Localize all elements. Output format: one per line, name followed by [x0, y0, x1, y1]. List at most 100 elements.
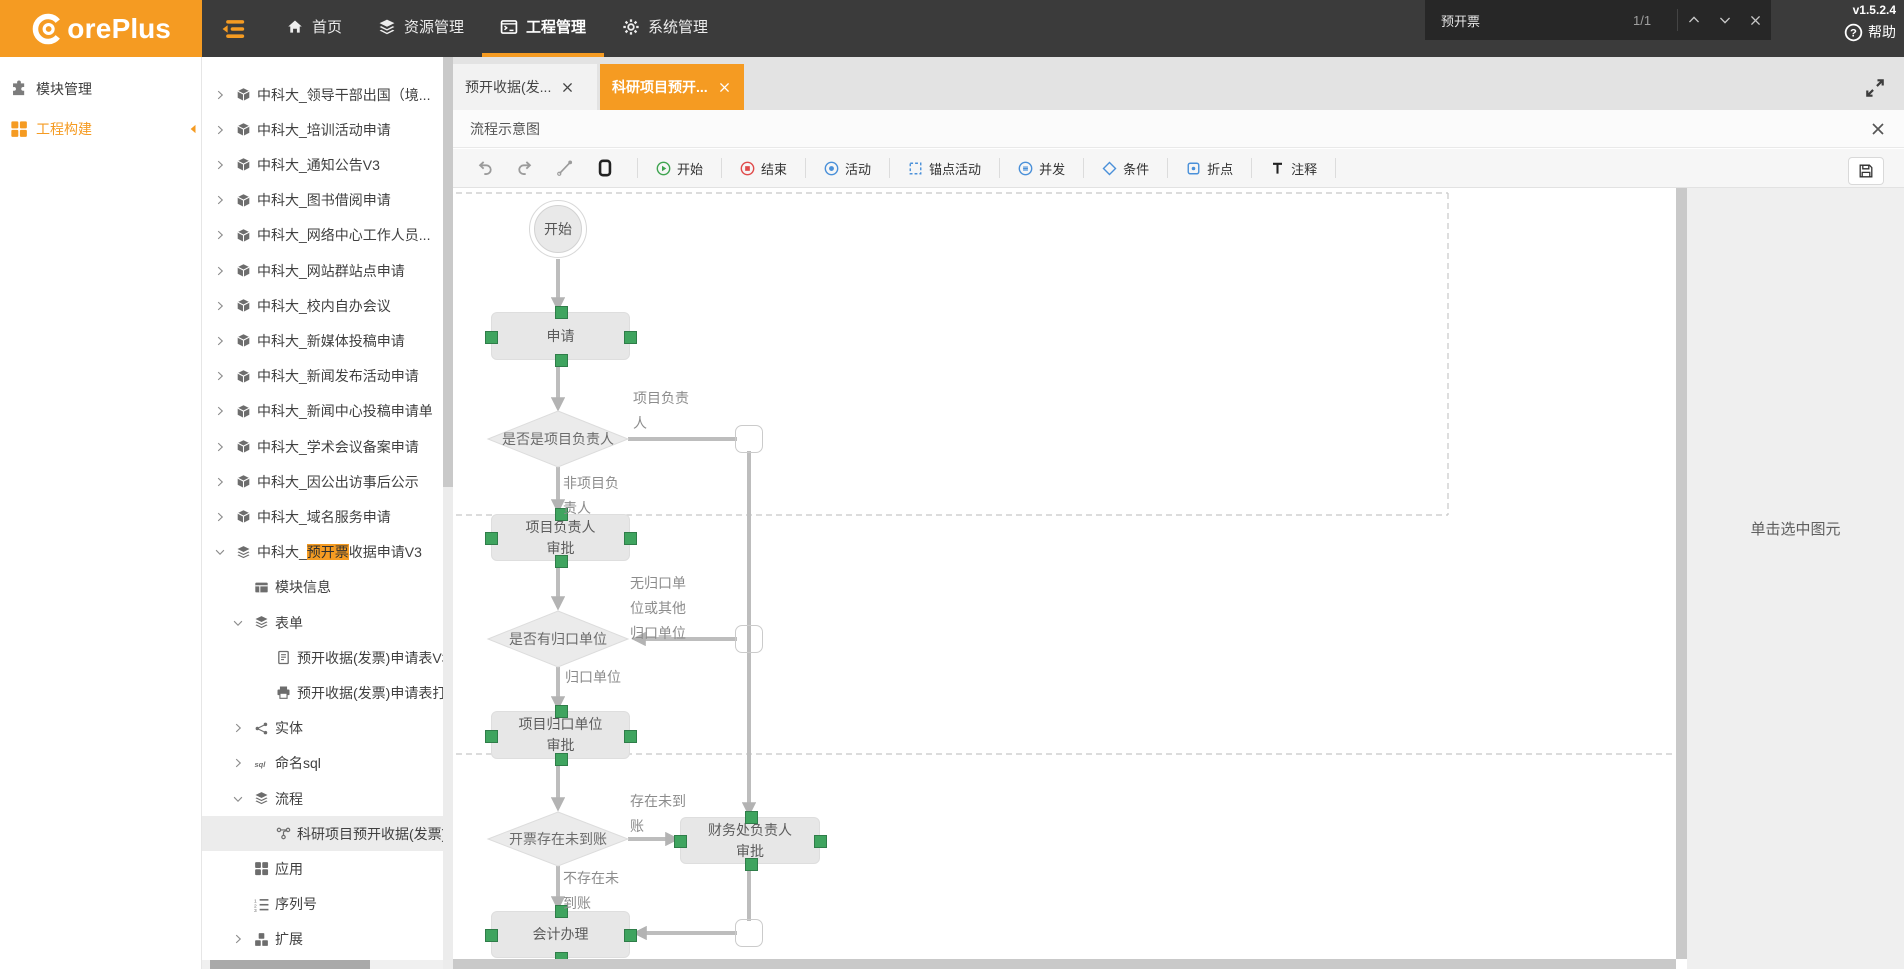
- tree-row[interactable]: 实体: [202, 711, 443, 746]
- tree-row[interactable]: 预开收据(发票)申请表V3: [202, 640, 443, 675]
- flow-node-bp1-breakpoint[interactable]: [735, 425, 763, 453]
- chevron-right-icon[interactable]: [214, 441, 226, 453]
- toolbar-button-Ticon[interactable]: 注释: [1264, 159, 1323, 178]
- chevron-right-icon[interactable]: [214, 370, 226, 382]
- flow-node-finance-approve[interactable]: 财务处负责人审批: [674, 811, 827, 871]
- chevron-right-icon[interactable]: [214, 124, 226, 136]
- toolbar-button-parallel[interactable]: 并发: [1012, 159, 1071, 178]
- search-next-button[interactable]: [1709, 13, 1740, 27]
- tab-close-icon[interactable]: [561, 81, 574, 94]
- tree-row[interactable]: 中科大_校内自办会议: [202, 288, 443, 323]
- connection-handle-bottom[interactable]: [555, 555, 568, 568]
- chevron-right-icon[interactable]: [214, 229, 226, 241]
- tree-row[interactable]: 中科大_图书借阅申请: [202, 183, 443, 218]
- canvas-vertical-scrollbar[interactable]: [1676, 188, 1687, 959]
- search-input[interactable]: 预开票: [1441, 13, 1481, 29]
- menu-toggle-icon[interactable]: [214, 12, 250, 45]
- tree-row[interactable]: 中科大_培训活动申请: [202, 112, 443, 147]
- tree-vscroll-thumb[interactable]: [443, 57, 453, 487]
- tree-vertical-scrollbar[interactable]: [443, 57, 453, 969]
- tree-row[interactable]: 扩展: [202, 922, 443, 957]
- flow-node-apply[interactable]: 申请: [485, 306, 637, 367]
- connection-handle-right[interactable]: [624, 330, 637, 344]
- tree-row[interactable]: 中科大_预开票收据申请V3: [202, 535, 443, 570]
- flow-canvas[interactable]: 开始申请是否是项目负责人项目负责人审批是否有归口单位项目归口单位审批开票存在未到…: [453, 188, 1676, 959]
- connection-handle-right[interactable]: [624, 729, 637, 743]
- save-button[interactable]: [1848, 157, 1884, 185]
- tree-hscroll-thumb[interactable]: [210, 960, 370, 969]
- connection-handle-top[interactable]: [555, 705, 568, 718]
- tree-row[interactable]: 中科大_新闻发布活动申请: [202, 359, 443, 394]
- nav-item-layers[interactable]: 资源管理: [360, 0, 482, 57]
- tree-row[interactable]: 中科大_新媒体投稿申请: [202, 323, 443, 358]
- connection-handle-left[interactable]: [674, 835, 687, 848]
- connection-handle-top[interactable]: [555, 905, 568, 918]
- flow-node-unpaid-check[interactable]: 开票存在未到账: [509, 831, 607, 847]
- chevron-right-icon[interactable]: [214, 476, 226, 488]
- fullscreen-icon[interactable]: [1864, 77, 1886, 99]
- toolbar-button-dotcircle[interactable]: 活动: [818, 159, 877, 178]
- document-tab-active[interactable]: 科研项目预开...: [600, 64, 744, 110]
- tree-row[interactable]: 模块信息: [202, 570, 443, 605]
- chevron-right-icon[interactable]: [232, 933, 244, 945]
- connection-handle-left[interactable]: [485, 929, 498, 942]
- connection-handle-left[interactable]: [485, 532, 498, 545]
- connection-handle-bottom[interactable]: [555, 354, 568, 367]
- nav-item-terminal[interactable]: 工程管理: [482, 0, 605, 57]
- connection-handle-bottom[interactable]: [555, 952, 568, 959]
- redo-icon[interactable]: [516, 159, 534, 177]
- toolbar-button-diamondIc[interactable]: 条件: [1096, 159, 1155, 178]
- chevron-right-icon[interactable]: [214, 300, 226, 312]
- chevron-right-icon[interactable]: [214, 194, 226, 206]
- tree-row[interactable]: 预开收据(发票)申请表打印: [202, 675, 443, 710]
- nav-item-home[interactable]: 首页: [268, 0, 360, 57]
- connection-handle-top[interactable]: [555, 508, 568, 521]
- search-prev-button[interactable]: [1678, 13, 1709, 27]
- connection-handle-top[interactable]: [555, 306, 568, 319]
- connection-handle-top[interactable]: [744, 811, 758, 824]
- connection-handle-bottom[interactable]: [744, 858, 758, 871]
- chevron-right-icon[interactable]: [214, 405, 226, 417]
- help-button[interactable]: ? 帮助: [1844, 22, 1896, 42]
- tab-close-icon[interactable]: [718, 81, 731, 94]
- chevron-right-icon[interactable]: [214, 265, 226, 277]
- connection-handle-right[interactable]: [624, 532, 637, 545]
- connection-handle-left[interactable]: [485, 330, 498, 344]
- flow-node-bp2-breakpoint[interactable]: [735, 625, 763, 653]
- flow-node-unit-approve[interactable]: 项目归口单位审批: [485, 705, 637, 766]
- tree-row[interactable]: 中科大_因公出访事后公示: [202, 464, 443, 499]
- collapse-arrow-icon[interactable]: [188, 122, 200, 136]
- toolbar-button-play[interactable]: 开始: [650, 159, 709, 178]
- tree-row[interactable]: 科研项目预开收据(发票)申...: [202, 816, 443, 852]
- chevron-right-icon[interactable]: [214, 89, 226, 101]
- chevron-right-icon[interactable]: [214, 335, 226, 347]
- tree-horizontal-scrollbar[interactable]: [202, 960, 443, 969]
- chevron-right-icon[interactable]: [214, 159, 226, 171]
- tree-row[interactable]: 中科大_新闻中心投稿申请单: [202, 394, 443, 429]
- flow-node-is-leader[interactable]: 是否是项目负责人: [502, 431, 614, 447]
- tree-row[interactable]: 中科大_域名服务申请: [202, 499, 443, 534]
- tree-row[interactable]: 中科大_学术会议备案申请: [202, 429, 443, 464]
- nav-item-gear[interactable]: 系统管理: [604, 0, 726, 57]
- sidebar-item-active[interactable]: 工程构建: [0, 109, 201, 149]
- toolbar-button-breakpt[interactable]: 折点: [1180, 159, 1239, 178]
- toolbar-button-stop[interactable]: 结束: [734, 159, 793, 178]
- chevron-right-icon[interactable]: [232, 757, 244, 769]
- connection-handle-left[interactable]: [485, 729, 498, 743]
- chevron-right-icon[interactable]: [232, 722, 244, 734]
- line-tool-icon[interactable]: [556, 159, 574, 177]
- tree-row[interactable]: 中科大_通知公告V3: [202, 147, 443, 182]
- tree-row[interactable]: 中科大_领导干部出国（境...: [202, 77, 443, 112]
- tree-row[interactable]: 中科大_网站群站点申请: [202, 253, 443, 288]
- tree-row[interactable]: 表单: [202, 605, 443, 640]
- chevron-right-icon[interactable]: [214, 511, 226, 523]
- chevron-down-icon[interactable]: [214, 546, 226, 558]
- chevron-down-icon[interactable]: [232, 793, 244, 805]
- canvas-horizontal-scrollbar[interactable]: [453, 959, 1676, 969]
- chevron-down-icon[interactable]: [232, 617, 244, 629]
- tree-row[interactable]: 中科大_网络中心工作人员...: [202, 218, 443, 253]
- rect-tool-icon[interactable]: [596, 159, 614, 177]
- document-tab[interactable]: 预开收据(发...: [453, 64, 597, 110]
